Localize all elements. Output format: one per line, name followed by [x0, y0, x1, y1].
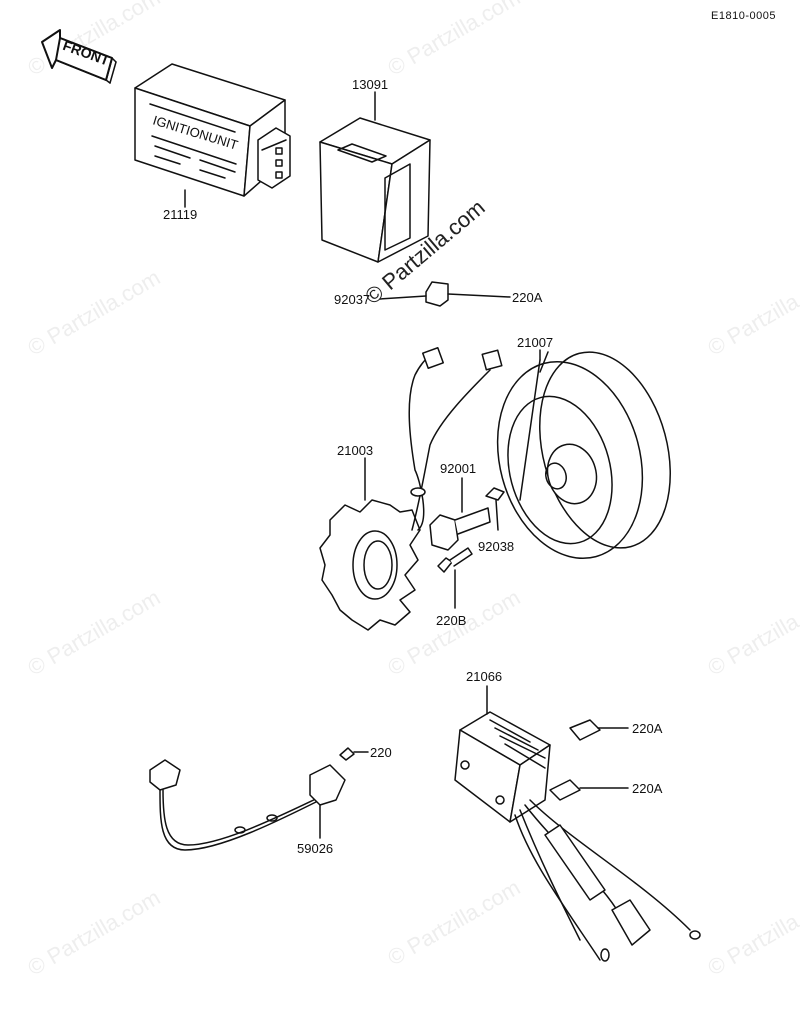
callout-21119: 21119 — [163, 207, 198, 222]
callout-59026: 59026 — [297, 841, 334, 856]
regulator-bolt-drawing — [549, 719, 629, 801]
flywheel-bolt-drawing — [429, 477, 491, 551]
stator-screw-drawing — [437, 547, 473, 609]
callout-21066: 21066 — [466, 669, 503, 684]
callout-92038: 92038 — [478, 539, 515, 554]
flywheel-drawing — [496, 349, 671, 560]
callout-21007: 21007 — [517, 335, 554, 350]
document-code: E1810-0005 — [711, 10, 776, 22]
cover-drawing — [319, 91, 431, 263]
pickup-coil-drawing — [149, 747, 369, 851]
callout-220A-regulator-lower: 220A — [632, 781, 663, 796]
callout-92037: 92037 — [334, 292, 371, 307]
stator-drawing — [319, 346, 503, 631]
callout-21003: 21003 — [337, 443, 374, 458]
callout-220: 220 — [370, 745, 392, 760]
connector-plug-drawing — [379, 281, 511, 307]
callout-220A-connector: 220A — [512, 290, 543, 305]
regulator-drawing — [454, 685, 701, 962]
callout-13091: 13091 — [352, 77, 389, 92]
callout-220A-regulator-upper: 220A — [632, 721, 663, 736]
callout-92001: 92001 — [440, 461, 477, 476]
woodruff-key-drawing — [485, 487, 505, 531]
callout-220B: 220B — [436, 613, 467, 628]
ignition-unit-drawing: IGNITIONUNIT — [134, 63, 291, 208]
front-arrow-icon: FRONT — [41, 29, 117, 84]
